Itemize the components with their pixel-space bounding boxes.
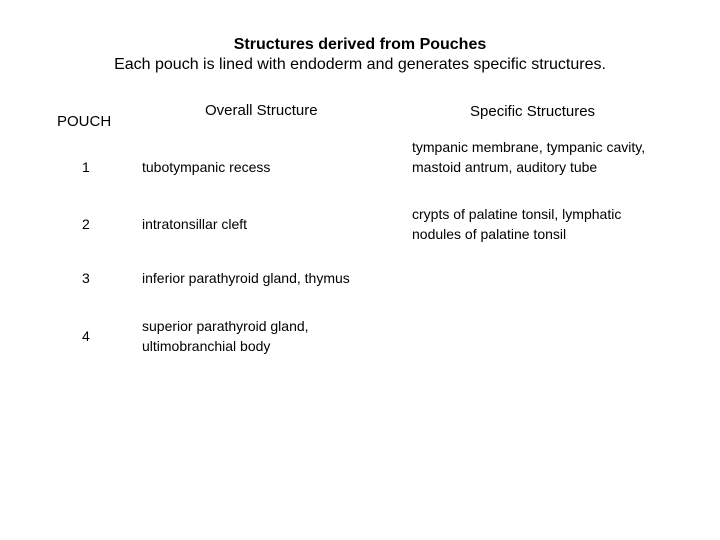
slide-subtitle: Each pouch is lined with endoderm and ge… [114, 56, 606, 73]
pouch-number-3: 3 [82, 270, 90, 286]
pouch-number-4: 4 [82, 328, 90, 344]
overall-structure-2: intratonsillar cleft [142, 216, 248, 232]
column-header-pouch: POUCH [57, 113, 112, 130]
specific-structures-1: tympanic membrane, tympanic cavity, mast… [412, 139, 646, 175]
pouch-number-1: 1 [82, 159, 90, 175]
pouch-number-2: 2 [82, 216, 90, 232]
overall-structure-1: tubotympanic recess [142, 159, 271, 175]
slide-title: Structures derived from Pouches [233, 36, 487, 53]
column-header-specific-structures: Specific Structures [470, 103, 596, 120]
overall-structure-4: superior parathyroid gland, ultimobranch… [142, 318, 309, 354]
overall-structure-3: inferior parathyroid gland, thymus [142, 270, 350, 286]
column-header-overall-structure: Overall Structure [205, 102, 318, 119]
specific-structures-2: crypts of palatine tonsil, lymphatic nod… [412, 206, 622, 242]
